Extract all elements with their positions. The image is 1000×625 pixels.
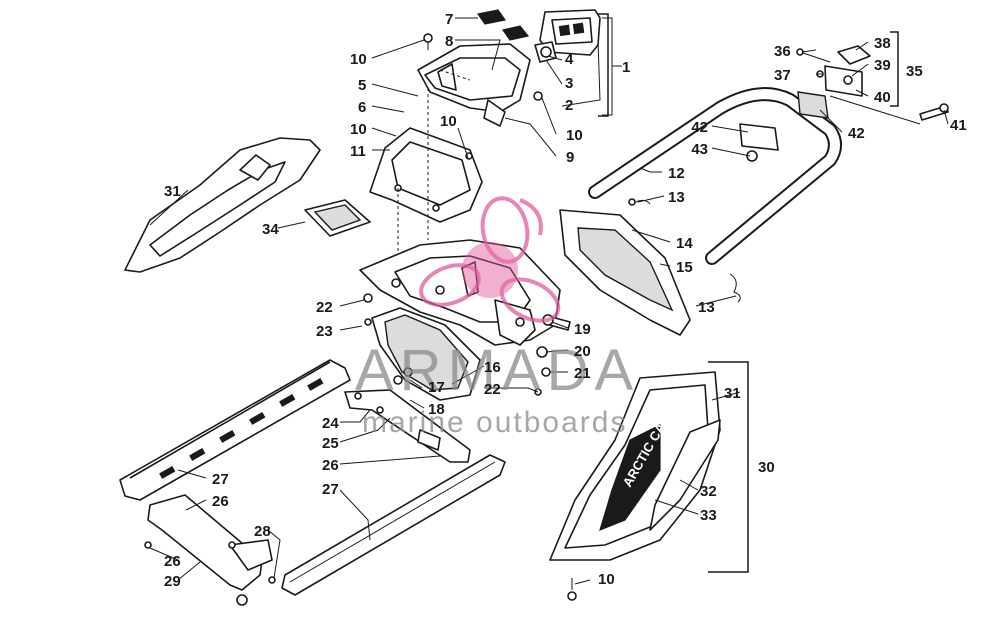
callout-19: 19 [574,321,591,338]
callout-11: 11 [350,143,366,160]
nut-43 [746,150,758,162]
callout-18: 18 [428,401,445,418]
callout-labels: 7 8 4 3 2 1 10 5 6 10 11 10 10 9 12 13 1… [164,11,967,590]
rivets-22 [363,293,542,396]
leader-lines [149,17,949,585]
callout-35: 35 [906,63,923,80]
callout-17: 17 [428,379,445,396]
callout-26-b: 26 [212,493,229,510]
callout-24: 24 [322,415,339,432]
callout-1: 1 [622,59,630,76]
screw-10-bottom [567,578,577,601]
callout-13-a: 13 [668,189,685,206]
callout-8: 8 [445,33,453,50]
callout-27-b: 27 [322,481,339,498]
callout-40: 40 [874,89,891,106]
callout-21: 21 [574,365,591,382]
callout-12: 12 [668,165,685,182]
trim-strip-32 [649,419,721,531]
callout-5: 5 [358,77,366,94]
callout-16: 16 [484,359,501,376]
callout-22-a: 22 [316,299,333,316]
callout-22-b: 22 [484,381,501,398]
mount-block-42 [739,91,829,151]
callout-28: 28 [254,523,271,540]
callout-33: 33 [700,507,717,524]
callout-14: 14 [676,235,693,252]
callout-26-c: 26 [164,553,181,570]
rail-slots [159,377,324,479]
mud-flap-panel [369,88,483,280]
screw-10-top [423,33,433,50]
callout-39: 39 [874,57,891,74]
watermark-subtitle: marine outboards [362,406,627,439]
bracket-29 [144,494,276,606]
taillight-housing [417,43,531,127]
callout-41: 41 [950,117,967,134]
grab-bar-tube [588,87,842,265]
callout-34: 34 [262,221,279,238]
callout-27-a: 27 [212,471,229,488]
side-trim-31-left [124,137,321,273]
callout-7: 7 [445,11,453,28]
callout-31-a: 31 [164,183,181,200]
side-panel-15 [559,209,691,336]
reflector-pad-34 [304,199,371,237]
callout-36: 36 [774,43,791,60]
push-nut-17 [393,367,413,385]
callout-10-d: 10 [566,127,583,144]
callout-10-b: 10 [350,121,367,138]
pin-13-lower [729,273,741,303]
watermark-title: ARMADA [355,338,639,403]
fender-bracket [494,299,536,346]
callout-26-a: 26 [322,457,339,474]
callout-32: 32 [700,483,717,500]
decal-strip-8 [502,25,530,41]
group-bracket-30 [708,361,749,573]
callout-20: 20 [574,343,591,360]
callout-38: 38 [874,35,891,52]
callout-30: 30 [758,459,775,476]
bulb-socket [534,41,557,63]
callout-10-c: 10 [440,113,457,130]
callout-2: 2 [565,97,573,114]
side-panel-30: ARCTIC CAT [549,371,721,561]
callout-3: 3 [565,75,573,92]
callout-6: 6 [358,99,366,116]
callout-25: 25 [322,435,339,452]
callout-42-a: 42 [691,119,708,136]
rail-23-bumper [119,359,351,501]
callout-42-b: 42 [848,125,865,142]
callout-37: 37 [774,67,791,84]
callout-29: 29 [164,573,181,590]
bolt-36 [796,48,831,63]
watermark-logo [419,196,561,323]
callout-4: 4 [565,51,574,68]
callout-10-a: 10 [350,51,367,68]
callout-9: 9 [566,149,574,166]
callout-43: 43 [691,141,708,158]
callout-10-e: 10 [598,571,615,588]
screw-10-right [533,91,543,101]
callout-23: 23 [316,323,333,340]
callout-31-b: 31 [724,385,741,402]
callout-13-b: 13 [698,299,715,316]
group-bracket-35 [890,31,899,107]
rail-27-lower [281,454,506,596]
bracket-24-26 [344,389,471,463]
decal-strip-7 [476,9,507,25]
hinge-bracket-35 [824,45,871,97]
group-bracket-1 [598,13,609,117]
bolt-41 [919,103,949,121]
callout-15: 15 [676,259,693,276]
taillight-lens [539,9,601,56]
